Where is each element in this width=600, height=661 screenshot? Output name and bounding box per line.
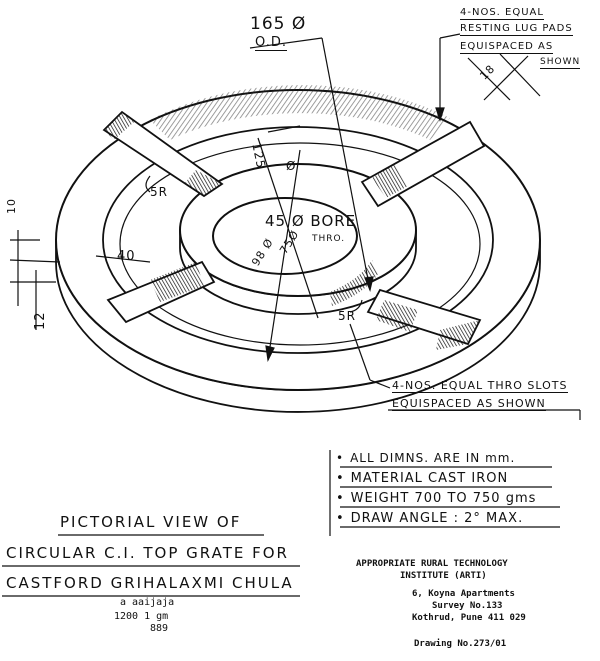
slots-note-line1: 4-NOS. EQUAL THRO SLOTS <box>392 379 568 393</box>
title-line2: CIRCULAR C.I. TOP GRATE FOR <box>6 544 289 562</box>
drawing-number: Drawing No.273/01 <box>414 639 507 649</box>
dim-125-sub: Ø <box>286 159 297 173</box>
stamp-line3: 889 <box>150 623 169 634</box>
lug-hatch-lr <box>376 300 418 332</box>
spec-2: WEIGHT 700 TO 750 gms <box>336 492 536 505</box>
r5-left: 5R <box>150 185 168 199</box>
inst-line3: 6, Koyna Apartments <box>412 589 515 599</box>
lug-hatch-ul2 <box>104 112 134 140</box>
outer-ring-hatch-far <box>150 85 450 140</box>
spec-3: DRAW ANGLE : 2° MAX. <box>336 512 523 525</box>
dim-12: 12 <box>33 311 48 330</box>
lug-note-line2: RESTING LUG PADS <box>460 23 573 36</box>
stamp-line2: 1200 1 gm <box>114 611 169 622</box>
lug-note-line4: SHOWN <box>540 57 581 69</box>
title-line3: CASTFORD GRIHALAXMI CHULA <box>6 574 294 592</box>
title-line1: PICTORIAL VIEW OF <box>60 513 242 531</box>
r5-right: 5R <box>338 309 356 323</box>
bore-sub: THRO. <box>312 234 346 244</box>
lug-hatch-ul <box>184 170 222 196</box>
stamp-line1: a aaijaja <box>120 597 175 608</box>
lug-hatch-lr2 <box>436 320 480 350</box>
inst-line2: INSTITUTE (ARTI) <box>400 571 487 581</box>
inst-line4: Survey No.133 <box>432 601 503 611</box>
outer-ring-inner-edge-2 <box>119 142 481 346</box>
dim-40: 40 <box>117 249 136 264</box>
spec-1: MATERIAL CAST IRON <box>336 472 508 485</box>
inst-line5: Kothrud, Pune 411 029 <box>412 613 526 623</box>
slots-note-line2: EQUISPACED AS SHOWN <box>392 397 546 411</box>
dim-10: 10 <box>5 198 18 214</box>
inst-line1: APPROPRIATE RURAL TECHNOLOGY <box>356 559 508 569</box>
od-sub: O.D. <box>255 35 287 51</box>
bore-dim: 45 Ø BORE <box>265 212 357 230</box>
bore-inner-wall <box>212 197 358 237</box>
spec-0: ALL DIMNS. ARE IN mm. <box>336 452 515 464</box>
lug-hatch-ll <box>150 262 204 302</box>
od-dim: 165 Ø <box>250 14 307 34</box>
lug-note-line1: 4-NOS. EQUAL <box>460 7 544 20</box>
lug-hatch-ur <box>372 164 408 198</box>
lug-note-line3: EQUISPACED AS <box>460 41 554 54</box>
